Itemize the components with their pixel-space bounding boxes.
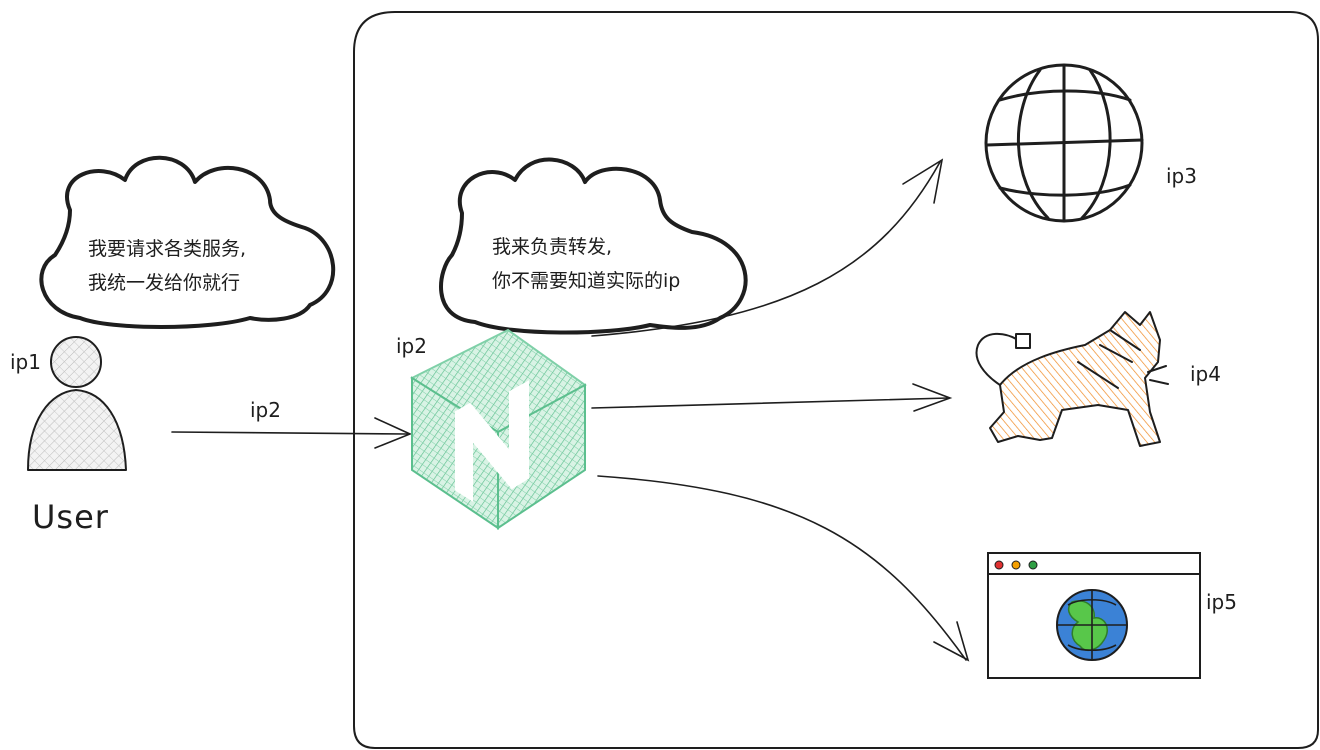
proxy-bubble-line-2: 你不需要知道实际的ip (492, 270, 681, 292)
user-icon (27, 336, 127, 471)
tomcat-icon (975, 311, 1169, 447)
user-ip-label: ip1 (10, 350, 41, 374)
arrow-proxy-to-ip3 (591, 158, 944, 337)
user-bubble-line-2: 我统一发给你就行 (88, 272, 241, 294)
network-boundary-box (353, 11, 1319, 749)
user-bubble-line-1: 我要请求各类服务, (88, 238, 247, 260)
user-speech-cloud (39, 155, 336, 329)
arrow-proxy-to-ip5 (597, 475, 970, 662)
proxy-ip-label: ip2 (396, 334, 427, 358)
arrow-user-to-proxy (171, 417, 413, 449)
proxy-speech-cloud (439, 157, 748, 335)
browser-dot-green (1028, 560, 1038, 570)
browser-dot-red (994, 560, 1004, 570)
browser-window-globe-icon (987, 552, 1201, 679)
globe-icon (984, 63, 1144, 223)
arrow-user-to-proxy-label: ip2 (250, 398, 281, 422)
browser-dot-yellow (1011, 560, 1021, 570)
user-caption: User (32, 498, 109, 536)
target-ip4-label: ip4 (1190, 362, 1221, 386)
target-ip5-label: ip5 (1206, 590, 1237, 614)
arrow-proxy-to-ip4 (591, 383, 953, 412)
nginx-cube-icon (409, 328, 587, 530)
proxy-bubble-line-1: 我来负责转发, (492, 236, 613, 258)
target-ip3-label: ip3 (1166, 164, 1197, 188)
